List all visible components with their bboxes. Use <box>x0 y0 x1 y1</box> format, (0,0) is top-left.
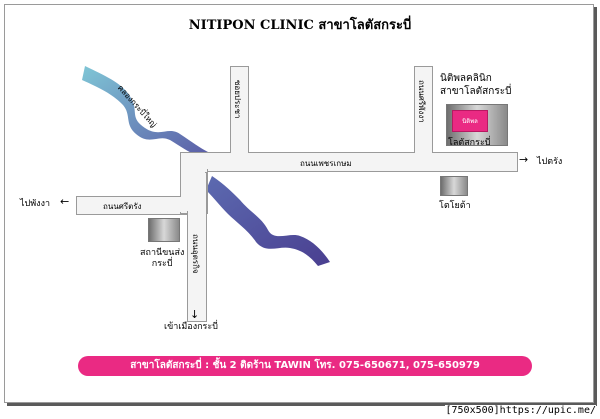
clinic-marker: นิติพล <box>452 110 488 132</box>
north-left-road-label: ซอยประชา <box>233 80 242 119</box>
south-arrow-icon: ↓ <box>190 308 200 321</box>
road-join-cover-4 <box>415 140 430 160</box>
bus-station-line1: สถานีขนส่ง <box>140 248 185 258</box>
clinic-label: นิติพลคลินิก สาขาโลตัสกระบี่ <box>440 72 511 98</box>
road-join-cover-6 <box>188 165 204 195</box>
road-join-cover <box>183 153 515 169</box>
clinic-branch: สาขาโลตัสกระบี่ <box>440 86 512 97</box>
toyota-label: โตโยต้า <box>439 201 471 211</box>
south-direction-label: เข้าเมืองกระบี่ <box>164 322 218 332</box>
east-arrow-icon: → <box>519 153 529 166</box>
north-right-road-label: ถนนศรีพังงา <box>417 80 426 123</box>
lower-river <box>206 176 330 266</box>
clinic-sign-text: นิติพล <box>462 118 478 125</box>
bus-station-building <box>148 218 180 242</box>
contact-info-bar: สาขาโลตัสกระบี่ : ชั้น 2 ติดร้าน TAWIN โ… <box>78 356 532 376</box>
clinic-name: นิติพลคลินิก <box>440 73 492 84</box>
lotus-label: โลตัสกระบี่ <box>448 138 491 148</box>
upper-river <box>82 66 208 156</box>
toyota-building <box>440 176 468 196</box>
south-road-label: ถนนอุตรกิจ <box>191 234 200 274</box>
east-direction-label: ไปตรัง <box>537 157 563 167</box>
road-join-cover-3 <box>231 140 246 160</box>
bus-station-label: สถานีขนส่ง กระบี่ <box>140 248 184 270</box>
west-arrow-icon: ← <box>60 195 70 208</box>
map-title: NITIPON CLINIC สาขาโลตัสกระบี่ <box>188 18 412 33</box>
west-road-label: ถนนศรีตรัง <box>103 202 142 211</box>
bus-station-line2: กระบี่ <box>151 259 173 269</box>
main-road-label: ถนนเพชรเกษม <box>300 159 352 168</box>
road-join-cover-5 <box>77 197 187 212</box>
west-direction-label: ไปพังงา <box>20 199 51 209</box>
upic-watermark[interactable]: [750x500]https://upic.me/ <box>445 405 596 416</box>
